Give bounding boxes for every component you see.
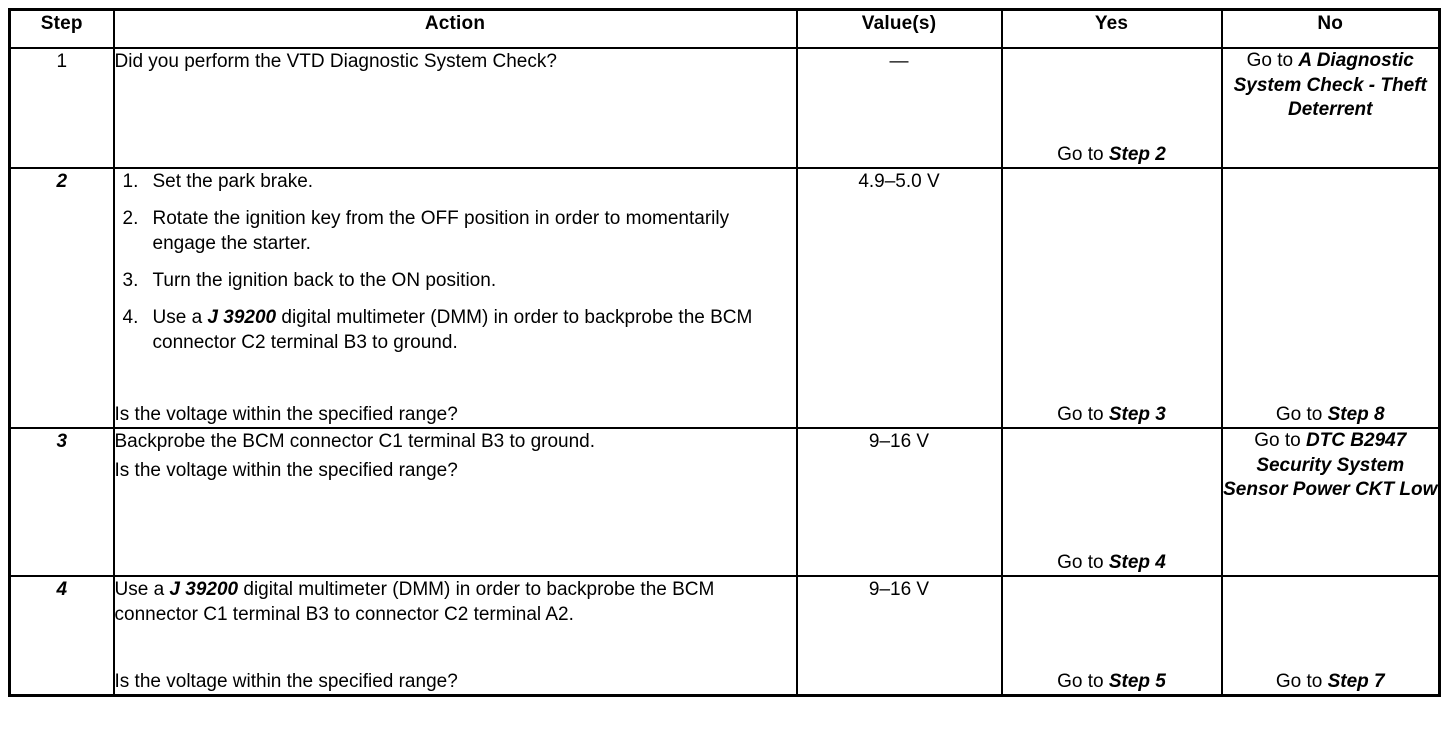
step-number: 1 [56,51,68,72]
no-goto-target: Step 8 [1327,403,1385,425]
yes-cell: Go to Step 2 [1000,47,1223,169]
no-goto-prefix: Go to [1254,430,1306,451]
value-cell: 9–16 V [795,575,1003,697]
table-row: 1 Did you perform the VTD Diagnostic Sys… [8,47,1441,169]
value-cell: — [795,47,1003,169]
action-question: Is the voltage within the specified rang… [114,670,458,692]
step-number: 2 [56,171,68,192]
action-text: Turn the ignition back to the ON positio… [152,270,497,292]
yes-goto-prefix: Go to [1057,670,1109,692]
column-header-no: No [1220,8,1441,49]
action-question: Is the voltage within the specified rang… [114,403,458,425]
yes-goto-target: Step 4 [1108,551,1166,573]
no-goto-prefix: Go to [1246,50,1299,71]
yes-goto-prefix: Go to [1057,143,1109,165]
tool-designation: J 39200 [207,307,277,329]
table-row: 3 Backprobe the BCM connector C1 termina… [8,427,1441,577]
step-number-cell: 2 [8,167,115,429]
action-step-list: Set the park brake. Rotate the ignition … [115,169,796,355]
yes-goto-prefix: Go to [1057,403,1109,425]
step-number: 3 [56,431,68,452]
no-cell: Go to DTC B2947 Security System Sensor P… [1220,427,1441,577]
action-cell: Use a J 39200 digital multimeter (DMM) i… [112,575,798,697]
yes-goto: Go to Step 2 [1003,142,1221,167]
no-goto-target: DTC B2947 Security System Sensor Power C… [1223,430,1438,501]
header-row: Step Action Value(s) Yes No [8,8,1441,49]
value-text: 9–16 V [868,579,930,600]
step-number-cell: 1 [8,47,115,169]
step-number: 4 [56,579,68,600]
action-text-post: digital multimeter (DMM) in order to bac… [114,579,715,626]
yes-cell: Go to Step 4 [1000,427,1223,577]
column-header-step: Step [8,8,115,49]
action-cell: Set the park brake. Rotate the ignition … [112,167,798,429]
action-list-item: Use a J 39200 digital multimeter (DMM) i… [115,305,796,355]
action-text: Backprobe the BCM connector C1 terminal … [114,431,596,452]
diagnostic-procedure-table: Step Action Value(s) Yes No 1 Did you pe… [8,8,1441,697]
no-goto: Go to Step 7 [1223,669,1439,694]
table-body: 1 Did you perform the VTD Diagnostic Sys… [8,47,1441,697]
no-goto: Go to Step 8 [1223,402,1439,427]
column-header-action: Action [112,8,798,49]
no-goto-prefix: Go to [1275,670,1328,692]
table-row: 2 Set the park brake. Rotate the ignitio… [8,167,1441,429]
value-cell: 9–16 V [795,427,1003,577]
no-goto-prefix: Go to [1275,403,1328,425]
column-header-value: Value(s) [795,8,1003,49]
no-cell: Go to Step 7 [1220,575,1441,697]
step-number-cell: 3 [8,427,115,577]
no-goto: Go to A Diagnostic System Check - Theft … [1223,49,1439,123]
action-text: Use a [152,307,208,329]
action-cell: Did you perform the VTD Diagnostic Syste… [112,47,798,169]
value-text: — [889,51,909,72]
action-question: Is the voltage within the specified rang… [114,460,458,482]
yes-cell: Go to Step 3 [1000,167,1223,429]
yes-goto-target: Step 3 [1108,403,1166,425]
value-text: 4.9–5.0 V [858,171,940,192]
action-question: Did you perform the VTD Diagnostic Syste… [114,51,557,72]
no-cell: Go to A Diagnostic System Check - Theft … [1220,47,1441,169]
action-text: Use a J 39200 digital multimeter (DMM) i… [115,577,796,627]
action-list-item: Rotate the ignition key from the OFF pos… [115,206,796,256]
action-text: Set the park brake. [152,171,314,192]
no-goto-target: A Diagnostic System Check - Theft Deterr… [1233,50,1427,121]
action-cell: Backprobe the BCM connector C1 terminal … [112,427,798,577]
table-header: Step Action Value(s) Yes No [8,8,1441,49]
action-text: digital multimeter (DMM) in order to bac… [152,307,753,354]
action-text: Rotate the ignition key from the OFF pos… [152,208,730,255]
yes-cell: Go to Step 5 [1000,575,1223,697]
value-text: 9–16 V [868,431,930,452]
action-list-item: Set the park brake. [115,169,796,194]
no-goto-target: Step 7 [1327,670,1385,692]
yes-goto: Go to Step 4 [1003,550,1221,575]
yes-goto-prefix: Go to [1057,551,1109,573]
tool-designation: J 39200 [169,579,239,600]
step-number-cell: 4 [8,575,115,697]
no-goto: Go to DTC B2947 Security System Sensor P… [1223,429,1439,503]
value-cell: 4.9–5.0 V [795,167,1003,429]
yes-goto: Go to Step 3 [1003,402,1221,427]
yes-goto-target: Step 5 [1108,670,1166,692]
action-text-pre: Use a [114,579,170,600]
action-list-item: Turn the ignition back to the ON positio… [115,268,796,293]
table-row: 4 Use a J 39200 digital multimeter (DMM)… [8,575,1441,697]
yes-goto: Go to Step 5 [1003,669,1221,694]
no-cell: Go to Step 8 [1220,167,1441,429]
column-header-yes: Yes [1000,8,1223,49]
diagnostic-table-container: Step Action Value(s) Yes No 1 Did you pe… [8,8,1441,719]
yes-goto-target: Step 2 [1108,143,1166,165]
